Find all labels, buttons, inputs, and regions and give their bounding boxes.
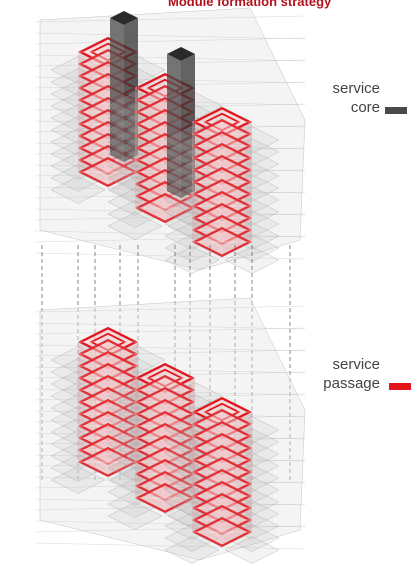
lattice-line: [34, 344, 306, 352]
lattice-line: [34, 542, 306, 550]
legend-label-service-passage-line2: passage: [323, 375, 380, 392]
legend-label-service-passage-line1: service: [332, 356, 380, 373]
lattice-line: [34, 327, 306, 335]
side-module-left: [50, 176, 106, 204]
service-core-right-face: [124, 18, 138, 162]
passage-ring: [78, 157, 138, 187]
service-core-top: [167, 47, 195, 61]
lattice-line: [34, 322, 306, 330]
lattice-line: [34, 230, 306, 238]
side-module-left: [107, 212, 163, 240]
service-core-left-face: [110, 18, 124, 162]
legend-label-service-core-line1: service: [332, 80, 380, 97]
bottom-module-assembly: [34, 297, 306, 564]
passage-ring: [135, 483, 195, 513]
passage-ring: [192, 227, 252, 257]
passage-ring: [192, 517, 252, 547]
lattice-line: [34, 520, 306, 528]
top-module-assembly: [34, 7, 306, 274]
lattice-line: [34, 37, 306, 45]
lattice-line: [34, 525, 306, 533]
side-module-right: [224, 536, 280, 564]
service-core-left-face: [167, 54, 181, 198]
side-module-left: [164, 536, 220, 564]
side-module-left: [107, 502, 163, 530]
diagram-title: Module formation strategy: [168, 0, 332, 9]
lattice-line: [34, 305, 306, 313]
legend-label-service-core-line2: core: [350, 99, 380, 116]
lattice-line: [34, 32, 306, 40]
tower-3: [164, 106, 280, 274]
passage-ring: [78, 447, 138, 477]
tower-1: [50, 11, 166, 204]
service-core-swatch-icon: [385, 107, 407, 114]
service-passage-swatch-icon: [389, 383, 411, 390]
tower-2: [107, 362, 223, 530]
lattice-line: [34, 15, 306, 23]
passage-ring: [135, 193, 195, 223]
tower-3: [164, 396, 280, 564]
service-core-top: [110, 11, 138, 25]
lattice-line: [34, 252, 306, 260]
side-module-left: [50, 466, 106, 494]
lattice-line: [34, 235, 306, 243]
tower-2: [107, 47, 223, 240]
